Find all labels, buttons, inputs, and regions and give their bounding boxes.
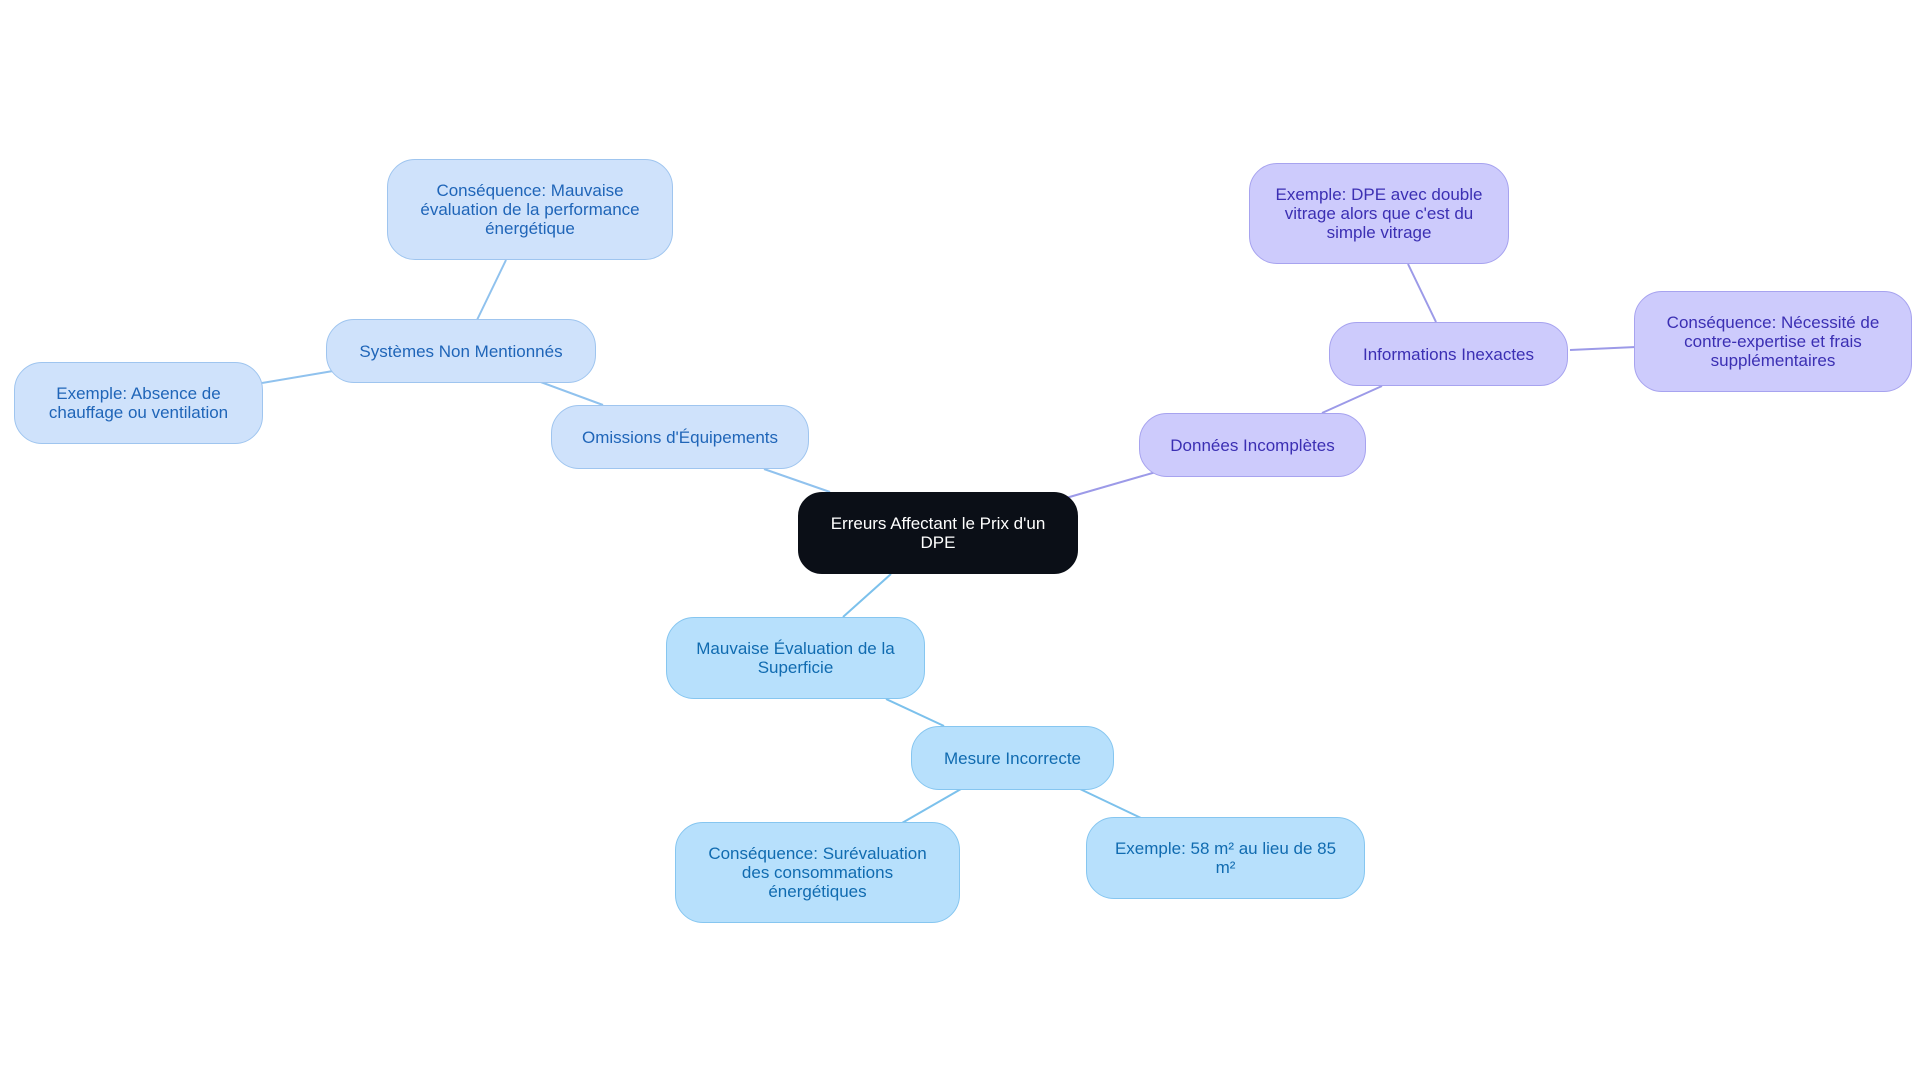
node-donnees-incompletes[interactable]: Données Incomplètes (1139, 413, 1366, 477)
edge-systemes-consequence (476, 259, 507, 321)
node-exemple-58-m2[interactable]: Exemple: 58 m² au lieu de 85 m² (1086, 817, 1365, 899)
node-exemple-absence-chauffage-label: Exemple: Absence de chauffage ou ventila… (48, 384, 229, 422)
node-consequence-contre-expertise[interactable]: Conséquence: Nécessité de contre-experti… (1634, 291, 1912, 392)
node-mauvaise-evaluation-superficie[interactable]: Mauvaise Évaluation de la Superficie (666, 617, 925, 699)
edge-systemes-exemple (261, 370, 334, 384)
node-consequence-mauvaise-evaluation[interactable]: Conséquence: Mauvaise évaluation de la p… (387, 159, 673, 260)
node-consequence-contre-expertise-label: Conséquence: Nécessité de contre-experti… (1666, 313, 1880, 370)
edge-omissions-systemes (537, 380, 604, 406)
edge-donnees-informations (1321, 385, 1383, 414)
node-donnees-incompletes-label: Données Incomplètes (1170, 435, 1335, 455)
edge-informations-consequence (1569, 346, 1637, 351)
node-consequence-surevaluation[interactable]: Conséquence: Surévaluation des consommat… (675, 822, 960, 923)
node-mesure-incorrecte[interactable]: Mesure Incorrecte (911, 726, 1114, 790)
node-informations-inexactes-label: Informations Inexactes (1362, 344, 1535, 364)
node-systemes-non-mentionnes-label: Systèmes Non Mentionnés (359, 341, 563, 361)
edge-mesure-consequence (901, 788, 962, 824)
node-systemes-non-mentionnes[interactable]: Systèmes Non Mentionnés (326, 319, 596, 383)
node-omissions-equipements-label: Omissions d'Équipements (582, 427, 778, 447)
root-node[interactable]: Erreurs Affectant le Prix d'un DPE (798, 492, 1078, 574)
node-consequence-mauvaise-evaluation-label: Conséquence: Mauvaise évaluation de la p… (420, 181, 640, 238)
edge-informations-exemple (1407, 263, 1437, 323)
node-informations-inexactes[interactable]: Informations Inexactes (1329, 322, 1568, 386)
edge-root-omissions (763, 468, 831, 493)
node-exemple-absence-chauffage[interactable]: Exemple: Absence de chauffage ou ventila… (14, 362, 263, 444)
edge-root-donnees (1065, 471, 1157, 499)
node-omissions-equipements[interactable]: Omissions d'Équipements (551, 405, 809, 469)
node-exemple-double-vitrage[interactable]: Exemple: DPE avec double vitrage alors q… (1249, 163, 1509, 264)
node-exemple-58-m2-label: Exemple: 58 m² au lieu de 85 m² (1114, 839, 1337, 877)
node-mauvaise-evaluation-superficie-label: Mauvaise Évaluation de la Superficie (696, 639, 895, 677)
node-exemple-double-vitrage-label: Exemple: DPE avec double vitrage alors q… (1275, 185, 1483, 242)
edge-superficie-mesure (885, 698, 945, 727)
root-node-label: Erreurs Affectant le Prix d'un DPE (830, 514, 1046, 552)
node-consequence-surevaluation-label: Conséquence: Surévaluation des consommat… (708, 844, 927, 901)
node-mesure-incorrecte-label: Mesure Incorrecte (944, 748, 1081, 768)
edge-mesure-exemple (1079, 788, 1142, 819)
edge-root-superficie (842, 573, 892, 618)
